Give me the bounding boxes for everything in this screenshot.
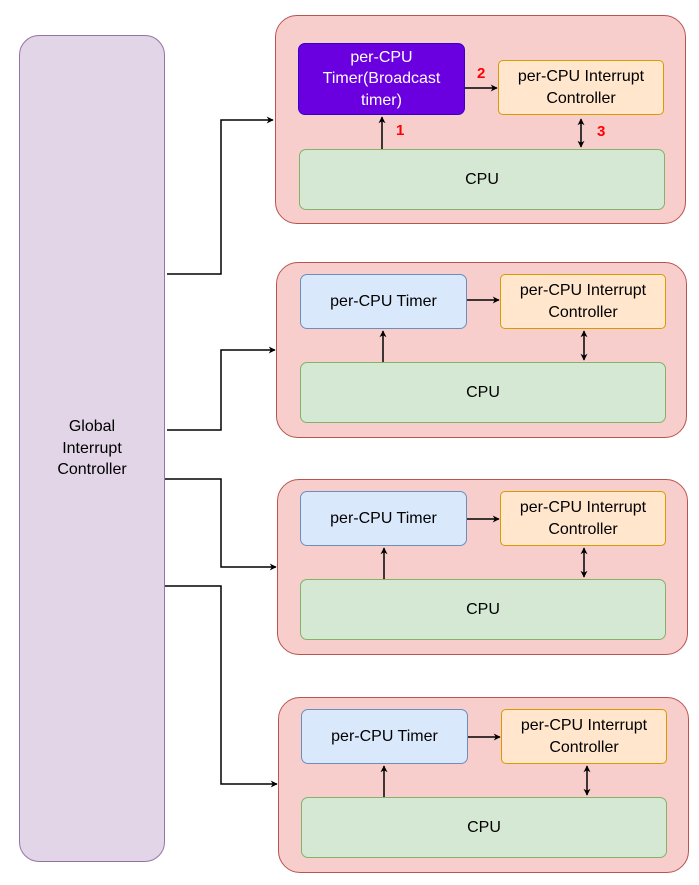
step-2-label: 2	[477, 65, 486, 82]
per-cpu-interrupt-controller-1: per-CPU Interrupt Controller	[498, 60, 664, 115]
gic-to-group-3-arrow	[165, 478, 277, 571]
cpu-4-label: CPU	[467, 818, 501, 836]
per-cpu-interrupt-controller-2: per-CPU Interrupt Controller	[500, 274, 666, 329]
global-interrupt-controller: Global Interrupt Controller	[19, 35, 165, 862]
cpu-3: CPU	[300, 579, 666, 640]
per-cpu-timer-2-label: per-CPU Timer	[330, 292, 437, 310]
cpu-2: CPU	[300, 362, 666, 423]
step-1-label: 1	[396, 122, 405, 139]
per-cpu-timer-4-label: per-CPU Timer	[331, 727, 438, 745]
per-cpu-interrupt-controller-3-label: per-CPU Interrupt Controller	[519, 498, 647, 538]
cpu-2-label: CPU	[466, 383, 500, 401]
cpu-4: CPU	[301, 797, 667, 858]
per-cpu-interrupt-controller-1-label: per-CPU Interrupt Controller	[517, 67, 645, 107]
per-cpu-timer-2: per-CPU Timer	[300, 274, 467, 329]
gic-to-group-2-arrow	[167, 346, 276, 431]
step-3-label: 3	[597, 123, 606, 140]
per-cpu-timer-4: per-CPU Timer	[301, 709, 468, 764]
per-cpu-timer-3: per-CPU Timer	[300, 491, 467, 546]
per-cpu-interrupt-controller-4: per-CPU Interrupt Controller	[501, 709, 667, 764]
broadcast-timer-label: per-CPU Timer(Broadcast timer)	[322, 48, 441, 109]
gic-to-group-1-arrow	[167, 116, 274, 275]
gic-to-group-4-arrow	[165, 585, 278, 788]
cpu-1-label: CPU	[465, 170, 499, 188]
per-cpu-timer-3-label: per-CPU Timer	[330, 509, 437, 527]
cpu-3-label: CPU	[466, 600, 500, 618]
per-cpu-interrupt-controller-3: per-CPU Interrupt Controller	[500, 491, 666, 546]
cpu-1: CPU	[299, 149, 665, 210]
global-interrupt-controller-label: Global Interrupt Controller	[57, 418, 127, 479]
per-cpu-interrupt-controller-2-label: per-CPU Interrupt Controller	[519, 281, 647, 321]
broadcast-timer: per-CPU Timer(Broadcast timer)	[298, 43, 465, 115]
per-cpu-interrupt-controller-4-label: per-CPU Interrupt Controller	[520, 716, 648, 756]
